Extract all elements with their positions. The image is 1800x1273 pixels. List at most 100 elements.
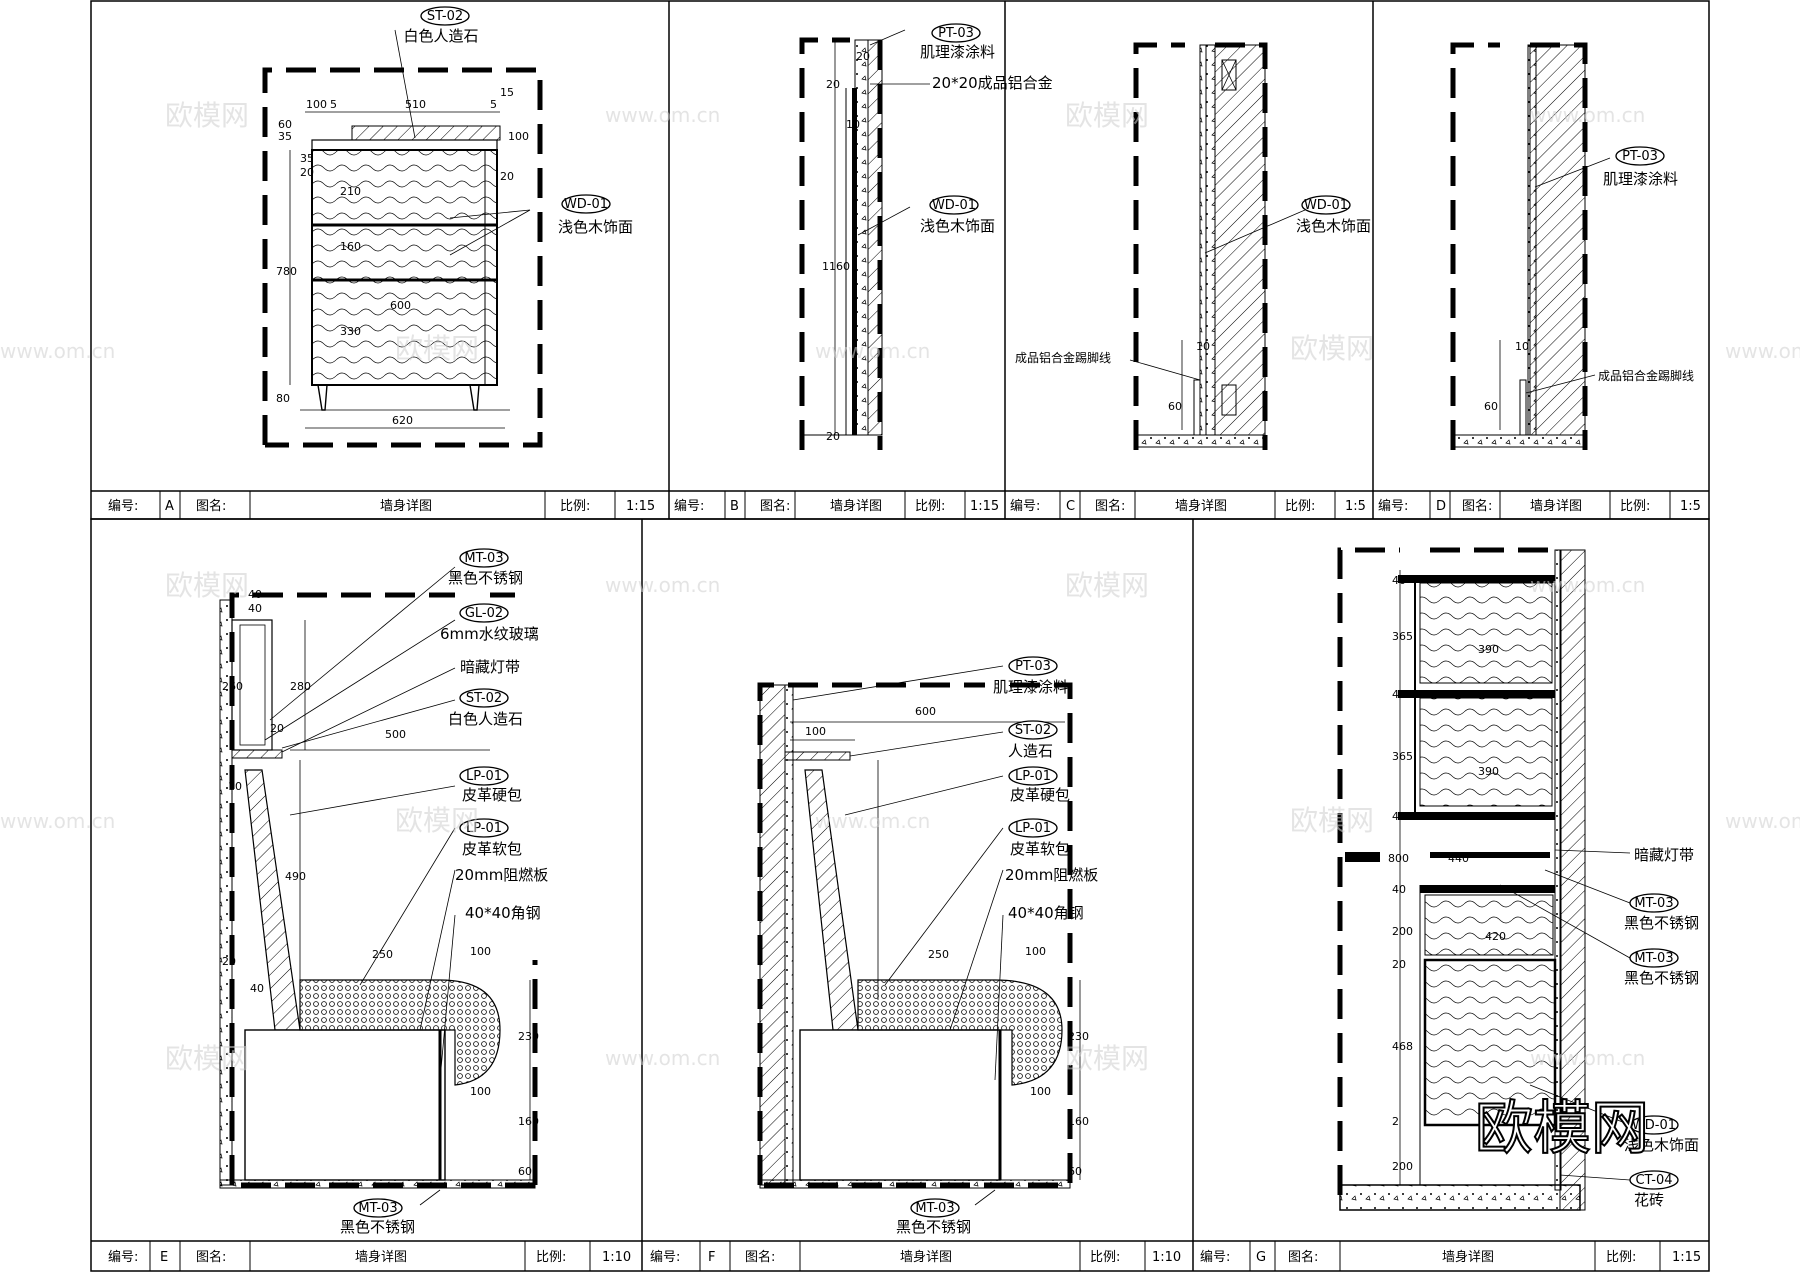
svg-text:WD-01: WD-01 [1304, 198, 1348, 213]
dim-g-15: 2 [1392, 1115, 1399, 1128]
dim-f-3: 250 [928, 948, 949, 961]
svg-text:黑色不锈钢: 黑色不锈钢 [448, 569, 523, 587]
dim-e-7: 10 [228, 780, 242, 793]
svg-text:皮革硬包: 皮革硬包 [1010, 786, 1070, 804]
tag-b-pt: PT-03 肌理漆涂料 [920, 23, 995, 61]
dim-f-8: 60 [1068, 1165, 1082, 1178]
tag-g-ct: CT-04 花砖 [1629, 1170, 1679, 1209]
dim-e-9: 20 [222, 955, 236, 968]
watermark-brand: 欧模网 [165, 99, 249, 132]
tag-e-lp2: LP-01 皮革软包 [459, 818, 522, 858]
svg-text:浅色木饰面: 浅色木饰面 [1296, 217, 1371, 235]
tb-id-a: A [165, 499, 174, 514]
dim-e-16: 60 [518, 1165, 532, 1178]
watermark-url: www.om.cn [0, 809, 115, 833]
tb-name-a: 墙身详图 [380, 498, 432, 514]
dim-e-13: 230 [518, 1030, 539, 1043]
dim-b-3: 10 [846, 118, 860, 131]
dim-g-11: 200 [1392, 925, 1413, 938]
dim-a-5: 15 [500, 86, 514, 99]
svg-text:皮革软包: 皮革软包 [462, 840, 522, 858]
svg-text:PT-03: PT-03 [1015, 659, 1051, 674]
svg-text:WD-01: WD-01 [564, 197, 608, 212]
dim-e-6: 500 [385, 728, 406, 741]
svg-text:黑色不锈钢: 黑色不锈钢 [1624, 914, 1699, 932]
watermarks: 欧模网 www.om.cn 欧模网 www.om.cn www.om.cn 欧模… [0, 99, 1800, 1075]
svg-text:ST-02: ST-02 [1015, 723, 1051, 738]
watermark-url: www.om.cn [1530, 573, 1645, 597]
tb-label-name: 图名: [1288, 1249, 1318, 1265]
tb-scale-c: 1:5 [1345, 499, 1366, 514]
tb-scale-b: 1:15 [970, 499, 999, 514]
tb-id-e: E [160, 1250, 168, 1265]
tag-a-wd: WD-01 浅色木饰面 [558, 194, 633, 236]
tb-label-scale: 比例: [915, 499, 945, 514]
label-c-skirting: 成品铝合金踢脚线 [1015, 350, 1111, 365]
svg-text:浅色木饰面: 浅色木饰面 [920, 217, 995, 235]
watermark-brand: 欧模网 [1290, 804, 1374, 837]
tb-scale-f: 1:10 [1152, 1250, 1181, 1265]
tb-id-b: B [730, 499, 739, 514]
tb-id-g: G [1256, 1250, 1266, 1265]
dim-a-3: 510 [405, 98, 426, 111]
tb-label-scale: 比例: [1285, 499, 1315, 514]
tb-scale-a: 1:15 [626, 499, 655, 514]
tag-c-wd: WD-01 浅色木饰面 [1296, 195, 1371, 235]
watermark-url: www.om.cn [815, 339, 930, 363]
label-e-led: 暗藏灯带 [460, 658, 520, 676]
tb-id-f: F [708, 1250, 715, 1265]
title-block-texts: 编号: A 图名: 墙身详图 比例: 1:15 编号: B 图名: 墙身详图 比… [108, 498, 1701, 1265]
dim-a-18: 20 [300, 166, 314, 179]
dim-g-13: 20 [1392, 958, 1406, 971]
tb-name-f: 墙身详图 [900, 1249, 952, 1265]
tb-label-no: 编号: [650, 1250, 680, 1265]
dim-g-14: 468 [1392, 1040, 1413, 1053]
watermark-brand: 欧模网 [395, 332, 479, 365]
tb-label-scale: 比例: [1606, 1250, 1636, 1265]
dim-e-8: 490 [285, 870, 306, 883]
watermark-brand: 欧模网 [165, 569, 249, 602]
svg-text:LP-01: LP-01 [1015, 821, 1051, 836]
tb-name-c: 墙身详图 [1175, 498, 1227, 514]
tb-name-d: 墙身详图 [1530, 498, 1582, 514]
label-f-steel: 40*40角钢 [1008, 904, 1084, 922]
svg-text:肌理漆涂料: 肌理漆涂料 [1603, 170, 1678, 188]
dim-f-7: 160 [1068, 1115, 1089, 1128]
dim-g-1: 40 [1392, 574, 1406, 587]
tb-name-g: 墙身详图 [1442, 1249, 1494, 1265]
label-b-alu: 20*20成品铝合金 [932, 74, 1053, 92]
dim-e-15: 160 [518, 1115, 539, 1128]
svg-text:ST-02: ST-02 [466, 691, 502, 706]
dim-a-6: 35 [278, 130, 292, 143]
svg-text:PT-03: PT-03 [938, 26, 974, 41]
panel-frames [90, 0, 1710, 1272]
tb-label-no: 编号: [108, 499, 138, 514]
dim-g-3: 390 [1478, 643, 1499, 656]
svg-text:CT-04: CT-04 [1635, 1173, 1672, 1188]
panel-e-drawing: 40 40 260 280 20 500 10 490 20 40 250 10… [219, 548, 548, 1236]
dim-a-9: 20 [500, 170, 514, 183]
tb-scale-d: 1:5 [1680, 499, 1701, 514]
svg-text:MT-03: MT-03 [1634, 896, 1673, 911]
tb-scale-g: 1:15 [1672, 1250, 1701, 1265]
tag-f-mt: MT-03 黑色不锈钢 [896, 1198, 971, 1236]
dim-e-14: 100 [470, 1085, 491, 1098]
dim-g-2: 365 [1392, 630, 1413, 643]
dim-g-5: 365 [1392, 750, 1413, 763]
svg-text:浅色木饰面: 浅色木饰面 [1624, 1136, 1699, 1154]
dim-a-11: 160 [340, 240, 361, 253]
dim-g-7: 40 [1392, 810, 1406, 823]
svg-text:MT-03: MT-03 [358, 1201, 397, 1216]
dim-f-4: 100 [1025, 945, 1046, 958]
tb-scale-e: 1:10 [602, 1250, 631, 1265]
watermark-big-logo: 欧模网 [1475, 1094, 1649, 1162]
panel-c-drawing: 10 60 WD-01 浅色木饰面 成品铝合金踢脚线 [1015, 42, 1371, 450]
svg-text:LP-01: LP-01 [466, 821, 502, 836]
dim-e-4: 280 [290, 680, 311, 693]
tag-e-mt-top: MT-03 黑色不锈钢 [448, 548, 523, 587]
svg-text:肌理漆涂料: 肌理漆涂料 [920, 43, 995, 61]
tag-e-st: ST-02 白色人造石 [448, 688, 523, 728]
tb-label-no: 编号: [1200, 1250, 1230, 1265]
dim-b-5: 20 [826, 430, 840, 443]
tb-label-name: 图名: [196, 1249, 226, 1265]
